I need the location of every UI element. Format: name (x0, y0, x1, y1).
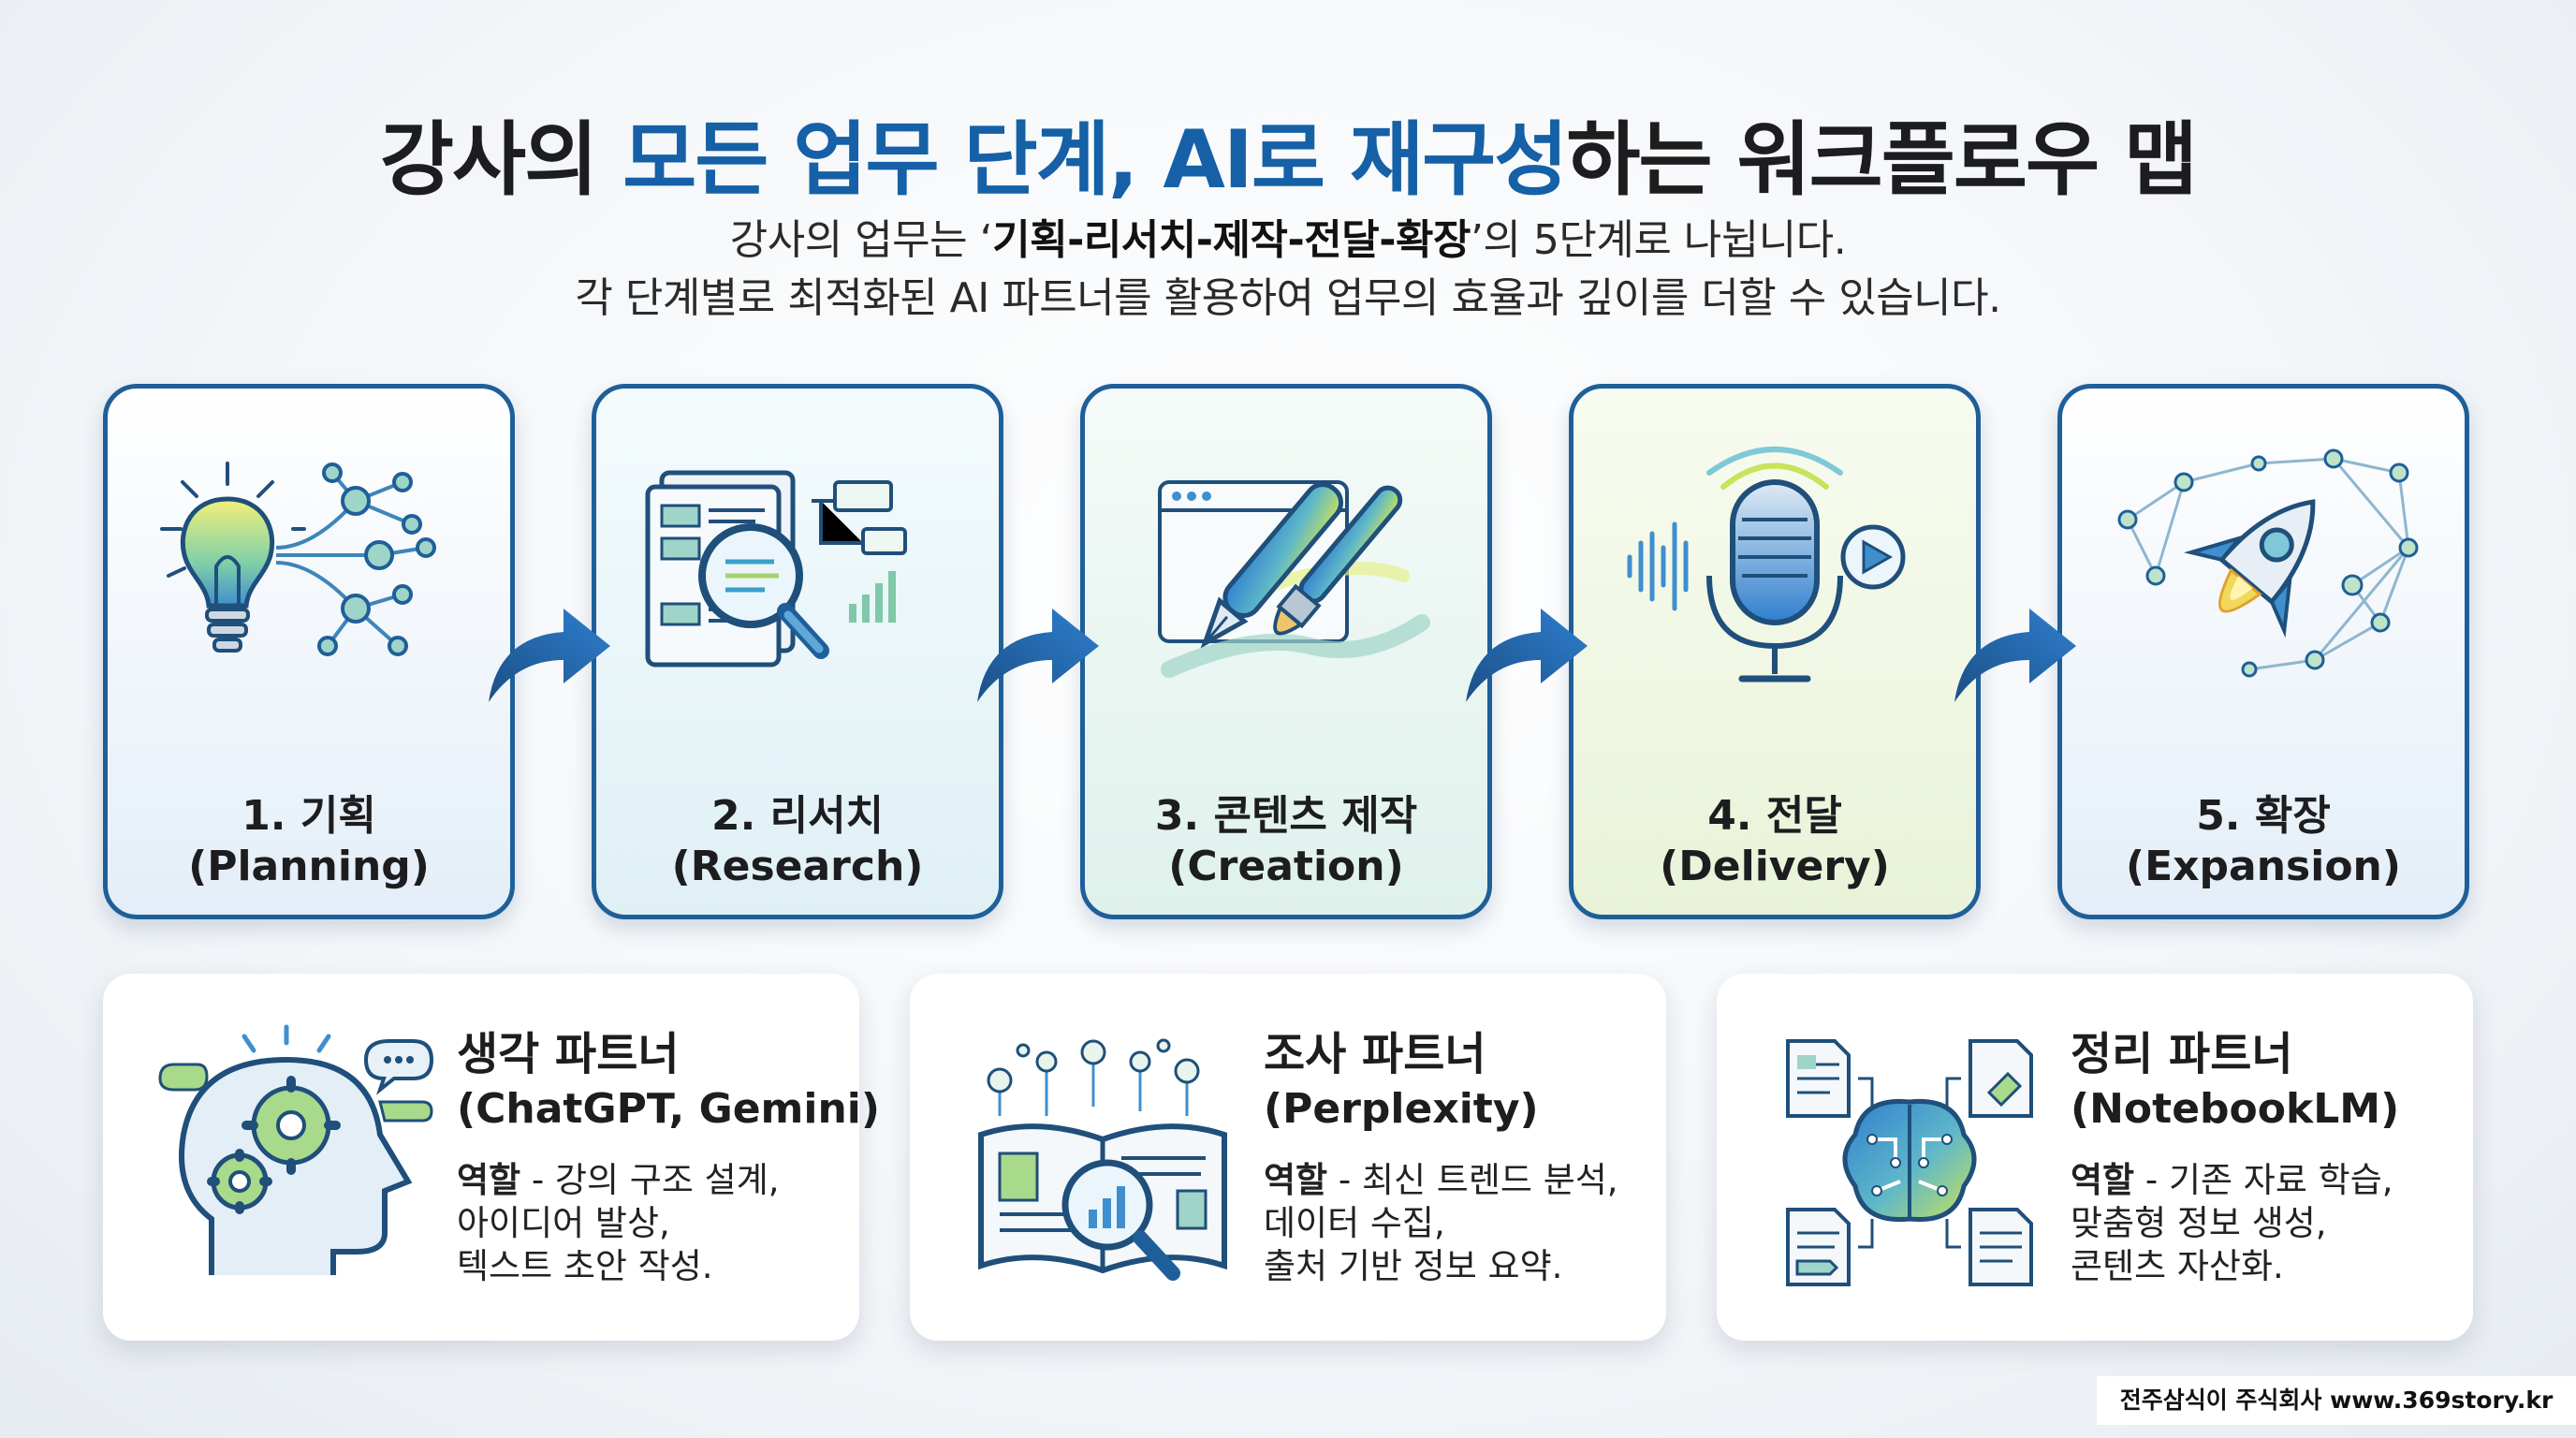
step-card-research: 2. 리서치 (Research) (592, 384, 1003, 919)
step-english: (Research) (671, 843, 924, 890)
curved-arrow-icon (489, 609, 610, 702)
subtitle-line-2: 각 단계별로 최적화된 AI 파트너를 활용하여 업무의 효율과 깊이를 더할 … (575, 274, 2001, 322)
partner-role-line-3: 출처 기반 정보 요약. (1264, 1246, 1563, 1286)
partner-role-line-1: 역할 - 강의 구조 설계, (457, 1159, 780, 1202)
partner-title: 생각 파트너 (457, 1028, 680, 1080)
step-label: 3. 콘텐츠 제작 (Creation) (1085, 791, 1487, 892)
partner-card-organize: 정리 파트너 (NotebookLM) 역할 - 기존 자료 학습, 맞춤형 정… (1717, 974, 2473, 1341)
title-part2: 하는 워크플로우 맵 (1566, 113, 2198, 207)
rocket-network-icon (2117, 448, 2419, 678)
step-english: (Planning) (188, 843, 430, 890)
step-number-title: 4. 전달 (1707, 792, 1842, 840)
curved-arrow-icon (1954, 609, 2076, 702)
document-magnifier-icon (645, 470, 907, 668)
step-number-title: 2. 리서치 (710, 792, 885, 840)
partner-role-line-2: 데이터 수집, (1264, 1203, 1445, 1243)
page-title: 강사의 모든 업무 단계, AI로 재구성하는 워크플로우 맵 (0, 94, 2576, 211)
subtitle-post: ’의 5단계로 나뉩니다. (1470, 216, 1847, 264)
partner-card-research: 조사 파트너 (Perplexity) 역할 - 최신 트렌드 분석, 데이터 … (910, 974, 1666, 1341)
partner-role: 역할 - 기존 자료 학습, 맞춤형 정보 생성, 콘텐츠 자산화. (2071, 1159, 2393, 1288)
step-number-title: 3. 콘텐츠 제작 (1154, 792, 1418, 840)
subtitle-pre: 강사의 업무는 ‘ (729, 216, 993, 264)
footer-credit: 전주삼식이 주식회사 www.369story.kr (2097, 1376, 2576, 1425)
partner-role-line-3: 텍스트 초안 작성. (457, 1246, 713, 1286)
step-card-planning: 1. 기획 (Planning) (103, 384, 515, 919)
partner-role-line-2: 맞춤형 정보 생성, (2071, 1203, 2327, 1243)
subtitle-line-1: 강사의 업무는 ‘기획-리서치-제작-전달-확장’의 5단계로 나뉩니다. (0, 212, 2576, 270)
subtitle-bold: 기획-리서치-제작-전달-확장 (992, 216, 1471, 264)
step-label: 2. 리서치 (Research) (596, 791, 999, 892)
title-highlight: 모든 업무 단계, AI로 재구성 (622, 113, 1568, 207)
lightbulb-network-icon (160, 462, 436, 656)
partner-title: 조사 파트너 (1264, 1028, 1486, 1080)
partner-tools: (Perplexity) (1264, 1085, 1539, 1133)
step-label: 1. 기획 (Planning) (108, 791, 510, 892)
step-card-creation: 3. 콘텐츠 제작 (Creation) (1080, 384, 1492, 919)
role-text: - 최신 트렌드 분석, (1327, 1160, 1618, 1200)
step-label: 5. 확장 (Expansion) (2062, 791, 2465, 892)
step-english: (Expansion) (2126, 843, 2401, 890)
partner-role-line-2: 아이디어 발상, (457, 1203, 670, 1243)
step-english: (Creation) (1168, 843, 1404, 890)
partner-role: 역할 - 강의 구조 설계, 아이디어 발상, 텍스트 초안 작성. (457, 1159, 780, 1288)
partner-tools: (NotebookLM) (2071, 1085, 2400, 1133)
curved-arrow-icon (977, 609, 1099, 702)
brain-documents-icon (1786, 1039, 2033, 1286)
partner-role-line-3: 콘텐츠 자산화. (2071, 1246, 2284, 1286)
partner-role-line-1: 역할 - 기존 자료 학습, (2071, 1159, 2393, 1202)
partner-tools: (ChatGPT, Gemini) (457, 1085, 880, 1133)
partner-card-thinking: 생각 파트너 (ChatGPT, Gemini) 역할 - 강의 구조 설계, … (103, 974, 880, 1341)
partner-role-line-1: 역할 - 최신 트렌드 분석, (1264, 1159, 1618, 1202)
page-subtitle: 강사의 업무는 ‘기획-리서치-제작-전달-확장’의 5단계로 나뉩니다. 각 … (0, 212, 2576, 328)
step-label: 4. 전달 (Delivery) (1573, 791, 1976, 892)
curved-arrow-icon (1466, 609, 1588, 702)
role-label: 역할 (1264, 1160, 1328, 1200)
title-part1: 강사의 (379, 113, 623, 207)
partner-role: 역할 - 최신 트렌드 분석, 데이터 수집, 출처 기반 정보 요약. (1264, 1159, 1618, 1288)
step-number-title: 1. 기획 (242, 792, 376, 840)
role-label: 역할 (457, 1160, 521, 1200)
book-magnifier-icon (978, 1038, 1227, 1281)
step-card-expansion: 5. 확장 (Expansion) (2057, 384, 2469, 919)
step-english: (Delivery) (1660, 843, 1890, 890)
role-text: - 기존 자료 학습, (2134, 1160, 2393, 1200)
step-number-title: 5. 확장 (2196, 792, 2331, 840)
role-label: 역할 (2071, 1160, 2135, 1200)
pen-brush-icon (1158, 480, 1430, 678)
step-card-delivery: 4. 전달 (Delivery) (1569, 384, 1981, 919)
role-text: - 강의 구조 설계, (520, 1160, 780, 1200)
partner-title: 정리 파트너 (2071, 1028, 2293, 1080)
microphone-play-icon (1627, 447, 1906, 682)
head-gears-icon (158, 1024, 434, 1275)
